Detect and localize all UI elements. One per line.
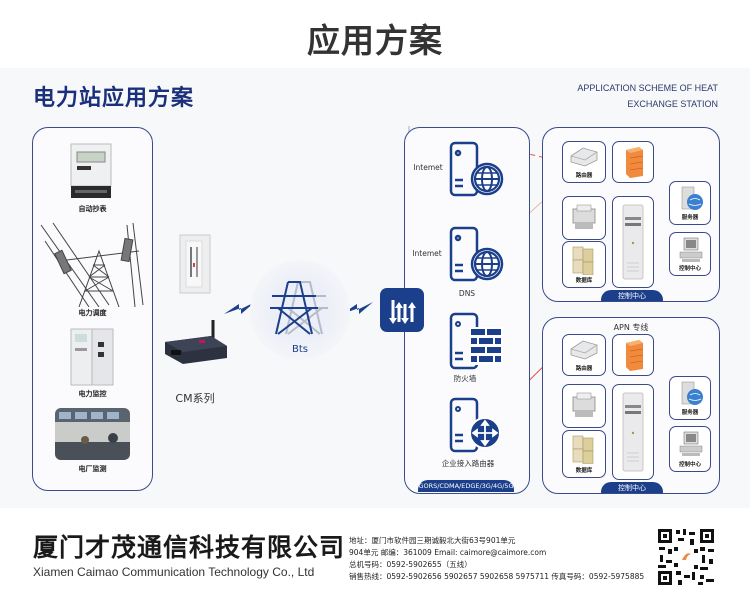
cm-series-label: CM系列 [175, 392, 215, 405]
cm-router-icon [163, 318, 229, 366]
cc1-server-box[interactable]: 服务器 [669, 181, 711, 225]
internet-label-2: Intemet [412, 249, 442, 258]
apn-header: APN 专线 [613, 323, 649, 332]
cc1-router-box[interactable]: 路由器 [562, 141, 606, 183]
postal-email: 904单元 邮编：361009 Email: caimore@caimore.c… [349, 548, 547, 557]
electric-meter-icon [69, 142, 113, 200]
company-name-cn: 厦门才茂通信科技有限公司 [33, 533, 346, 562]
internet-server-icon[interactable] [447, 140, 505, 200]
control-cabinet-icon [70, 328, 114, 386]
control-center-2-panel: APN 专线 路由器 数据库 服务器 控制中心 控制中心 [542, 317, 720, 494]
company-name-en: Xiamen Caimao Communication Technology C… [33, 565, 315, 579]
app-label-dispatch: 电力调度 [78, 309, 107, 317]
cc2-control-pc-label: 控制中心 [678, 462, 701, 468]
router-server-icon[interactable] [447, 397, 505, 455]
cc2-router-box[interactable]: 路由器 [562, 334, 606, 376]
control-center-1-panel: 路由器 数据库 服务器 控制中心 控制中心 [542, 127, 720, 302]
scheme-title: 电力站应用方案 [33, 86, 195, 111]
network-type-tag: GORS/CDMA/EDGE/3G/4G/5G [418, 480, 514, 492]
english-title-line1: APPLICATION SCHEME OF HEAT [577, 83, 718, 93]
dns-server-icon[interactable] [447, 225, 505, 285]
application-panel: 自动抄表 电力调度 电力监控 电厂监测 [32, 127, 153, 491]
cc1-central-server-box [612, 196, 654, 288]
firewall-server-icon[interactable] [447, 311, 505, 373]
cc1-database-label: 数据库 [575, 278, 593, 284]
enterprise-router-label: 企业接入路由器 [441, 459, 495, 468]
cc1-firewall-box [612, 141, 654, 183]
cc1-router-label: 路由器 [575, 173, 593, 179]
english-title-line2: EXCHANGE STATION [627, 99, 718, 109]
cc1-database-box[interactable]: 数据库 [562, 241, 606, 288]
dns-label: DNS [458, 289, 476, 298]
cc2-control-pc-box[interactable]: 控制中心 [669, 426, 711, 472]
switch-icon[interactable] [380, 288, 424, 332]
cc2-tag: 控制中心 [601, 482, 663, 493]
qr-logo-icon [682, 553, 691, 560]
cc2-server-box[interactable]: 服务器 [669, 376, 711, 420]
qr-code-icon[interactable] [656, 527, 716, 587]
app-label-plant: 电厂监测 [78, 465, 107, 473]
cc1-control-pc-label: 控制中心 [678, 266, 701, 272]
wireless-signal-icon [223, 300, 257, 322]
english-title: APPLICATION SCHEME OF HEAT EXCHANGE STAT… [577, 80, 718, 112]
address: 地址：厦门市软件园三期诚毅北大街63号901单元 [349, 536, 516, 545]
app-label-monitoring: 电力监控 [78, 390, 107, 398]
din-rail-modem-icon [178, 233, 214, 295]
main-phone: 总机号码：0592-5902655（五线） [349, 560, 472, 569]
internet-label-1: Intemet [413, 163, 443, 172]
power-tower-icon [39, 221, 145, 308]
cc1-printer-box [562, 196, 606, 240]
cc2-printer-box [562, 384, 606, 428]
cc1-tag: 控制中心 [601, 290, 663, 301]
transmission-tower-icon [268, 278, 332, 340]
cc2-router-label: 路由器 [575, 366, 593, 372]
cc1-server-label: 服务器 [681, 215, 699, 221]
cc2-firewall-box [612, 334, 654, 376]
cc2-database-label: 数据库 [575, 468, 593, 474]
bts-halo [250, 260, 350, 360]
page-title: 应用方案 [307, 21, 443, 60]
cc2-database-box[interactable]: 数据库 [562, 430, 606, 478]
cc2-central-server-box [612, 384, 654, 480]
bts-label: Bts [292, 344, 308, 355]
app-label-meter: 自动抄表 [78, 205, 107, 213]
contact-info: 地址：厦门市软件园三期诚毅北大街63号901单元 904单元 邮编：361009… [349, 535, 644, 583]
firewall-label: 防火墙 [453, 374, 477, 383]
sales-hotline: 销售热线：0592-5902656 5902657 5902658 597571… [349, 572, 645, 581]
monitoring-room-icon [55, 408, 130, 460]
cc2-server-label: 服务器 [681, 410, 699, 416]
cc1-control-pc-box[interactable]: 控制中心 [669, 232, 711, 276]
